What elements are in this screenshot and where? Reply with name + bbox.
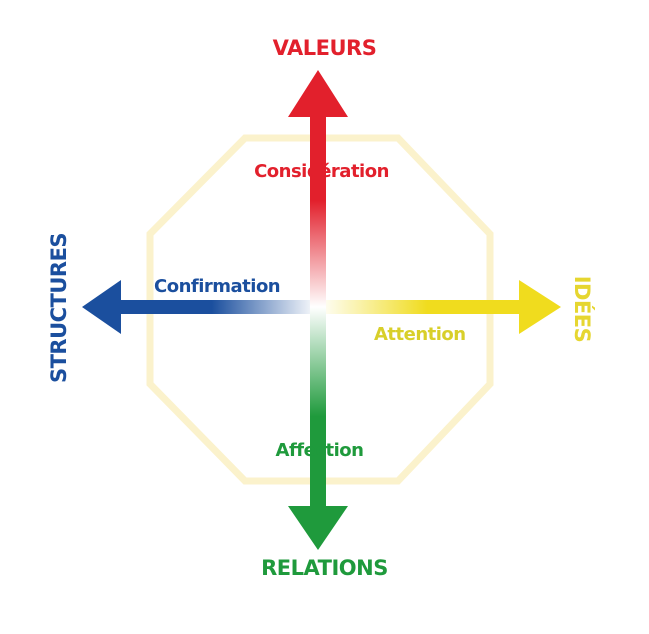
- affection-label: Affection: [275, 440, 364, 461]
- confirmation-label: Confirmation: [154, 276, 281, 297]
- idees-arrow: [318, 280, 561, 334]
- relations-label: RELATIONS: [261, 556, 388, 580]
- idees-label: IDÉES: [570, 275, 594, 343]
- attention-label: Attention: [374, 324, 466, 345]
- valeurs-label: VALEURS: [272, 36, 377, 60]
- relations-arrow: [288, 307, 348, 550]
- valeurs-arrow: [288, 70, 348, 307]
- consideration-label: Considération: [254, 161, 389, 182]
- structures-label: STRUCTURES: [47, 232, 71, 384]
- octagon-outline: [146, 134, 494, 485]
- structures-arrow: [82, 280, 318, 334]
